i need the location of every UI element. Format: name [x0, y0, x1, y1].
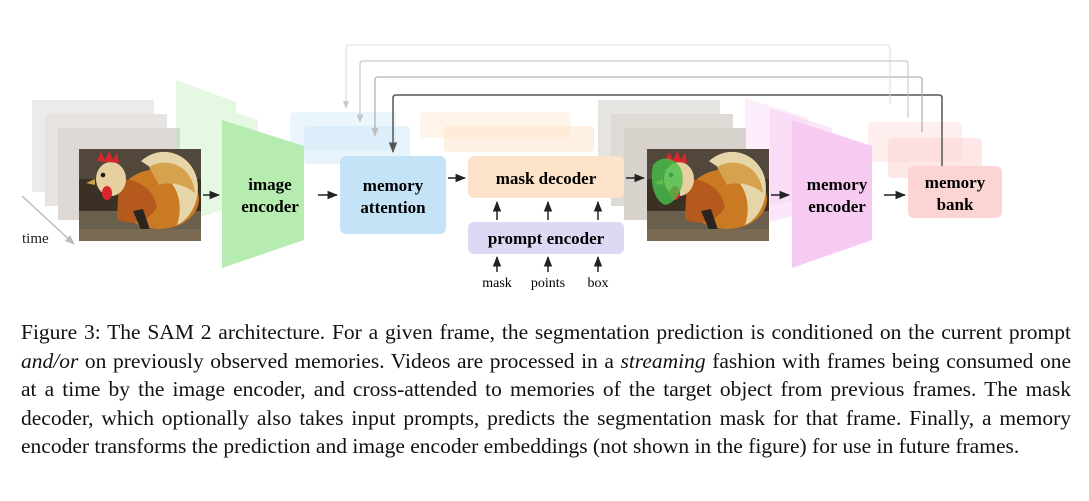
caption-emphasis-and-or: and/or: [21, 348, 79, 373]
caption-text-3: fashion with frames being consumed one a…: [21, 348, 1071, 459]
input-label-points: points: [531, 276, 565, 291]
prompt-encoder-label: prompt encoder: [488, 229, 605, 248]
figure-caption: Figure 3: The SAM 2 architecture. For a …: [21, 318, 1071, 461]
feedback-arrow-past-1: [371, 76, 923, 137]
prompt-encoder-block: [468, 222, 624, 254]
time-axis-arrow: [21, 195, 75, 245]
mask-decoder-block: [468, 156, 624, 198]
memory-bank-block: [908, 166, 1002, 218]
output-frame-image: [647, 149, 769, 241]
input-frame-image: [79, 149, 201, 241]
caption-text-2: on previously observed memories. Videos …: [78, 348, 621, 373]
memory-attention-block: [340, 156, 446, 234]
memory-encoder-block: [792, 120, 872, 268]
feedback-arrow-past-2: [356, 60, 909, 123]
image-encoder-block: [222, 120, 304, 268]
caption-text-1: The SAM 2 architecture. For a given fram…: [100, 320, 1072, 344]
input-label-box: box: [588, 276, 609, 291]
feedback-arrow-bank-to-attention: [388, 94, 943, 166]
input-label-mask: mask: [482, 276, 512, 291]
mask-decoder-label: mask decoder: [496, 169, 597, 188]
caption-label: Figure 3:: [21, 320, 101, 344]
time-label: time: [22, 231, 49, 247]
feedback-arrow-past-3: [342, 44, 891, 109]
caption-emphasis-streaming: streaming: [620, 348, 706, 373]
